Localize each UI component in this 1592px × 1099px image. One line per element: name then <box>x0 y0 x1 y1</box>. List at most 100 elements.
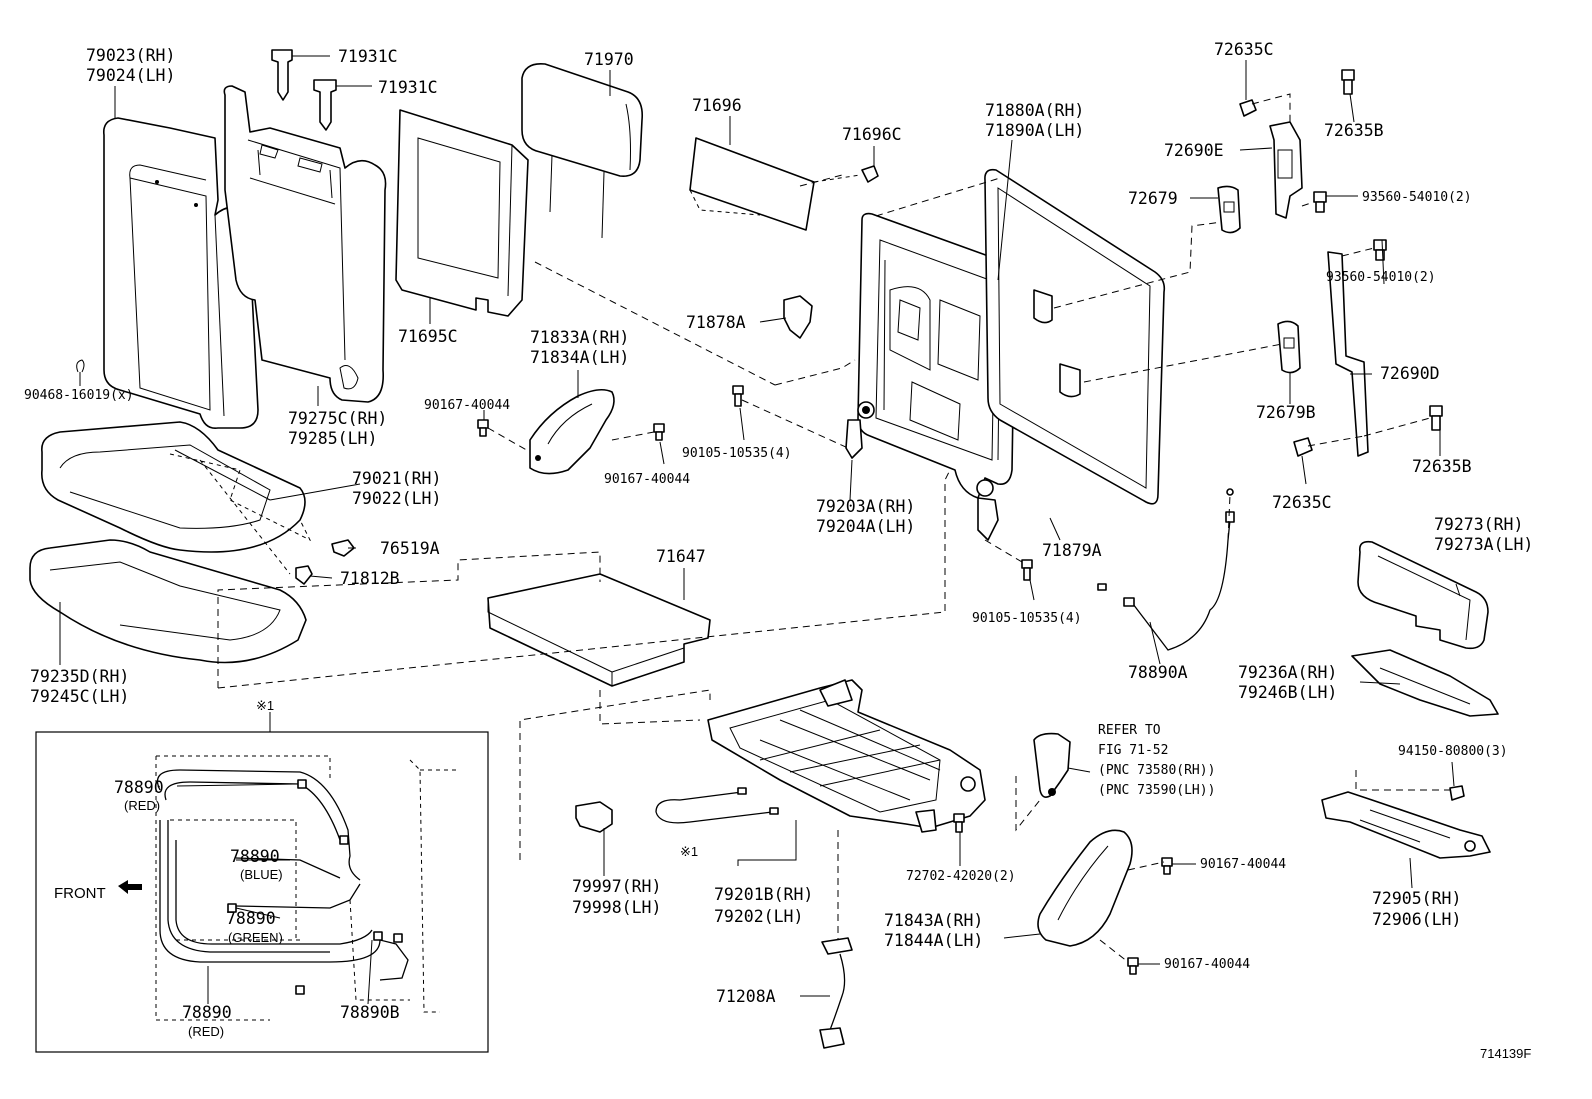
label-93560-b: 93560-54010(2) <box>1326 270 1436 285</box>
label-79024: 79024(LH) <box>86 66 175 85</box>
label-72690e: 72690E <box>1164 141 1224 160</box>
cable-79201b <box>655 787 779 824</box>
seat-cushion-frame <box>707 679 986 833</box>
label-79275c: 79275C(RH) <box>288 409 387 428</box>
track-cover-79236a <box>1351 649 1499 717</box>
refer-line-3: (PNC 73580(RH)) <box>1098 763 1215 778</box>
bolt-90167-c <box>1161 857 1173 875</box>
sensor-71208a <box>819 937 853 1049</box>
bolt-90167-a <box>477 419 489 437</box>
label-72690d: 72690D <box>1380 364 1440 383</box>
label-71647: 71647 <box>656 547 706 566</box>
inset-78890-red-bottom-color: (RED) <box>188 1024 224 1039</box>
cable-inset-box <box>35 731 489 1053</box>
bolt-72635b-top <box>1341 69 1355 95</box>
label-79202: 79202(LH) <box>714 907 803 926</box>
latch-cover-72679b <box>1277 320 1301 374</box>
label-79022: 79022(LH) <box>352 489 441 508</box>
label-72679: 72679 <box>1128 189 1178 208</box>
label-72635b-bottom: 72635B <box>1412 457 1472 476</box>
figure-id: 714139F <box>1480 1046 1531 1061</box>
label-71931c-a: 71931C <box>338 47 398 66</box>
inset-78890-red-bottom: 78890 <box>182 1003 232 1022</box>
clip-71878a <box>783 295 813 339</box>
label-79998: 79998(LH) <box>572 898 661 917</box>
bolt-90105-a <box>732 385 744 407</box>
clip-71696c <box>861 165 879 183</box>
label-79997: 79997(RH) <box>572 877 661 896</box>
headrest <box>521 62 644 239</box>
label-79285: 79285(LH) <box>288 429 377 448</box>
screw-93560-b <box>1373 239 1387 261</box>
label-72635c-top: 72635C <box>1214 40 1274 59</box>
label-79201b: 79201B(RH) <box>714 885 813 904</box>
label-71970: 71970 <box>584 50 634 69</box>
label-90105-b: 90105-10535(4) <box>972 611 1082 626</box>
refer-line-1: REFER TO <box>1098 723 1161 738</box>
label-94150: 94150-80800(3) <box>1398 744 1508 759</box>
refer-line-4: (PNC 73590(LH)) <box>1098 783 1215 798</box>
label-71208a: 71208A <box>716 987 776 1006</box>
inset-78890-green: 78890 <box>226 909 276 928</box>
bolt-90167-d <box>1127 957 1139 975</box>
label-71878a: 71878A <box>686 313 746 332</box>
note-marker-cable: ※1 <box>680 844 698 859</box>
label-71834a: 71834A(LH) <box>530 348 629 367</box>
recliner-release-72905 <box>1321 791 1491 859</box>
label-71812b: 71812B <box>340 569 400 588</box>
label-71833a: 71833A(RH) <box>530 328 629 347</box>
inset-front-label: FRONT <box>54 885 106 902</box>
label-71696c: 71696C <box>842 125 902 144</box>
label-72635b-top: 72635B <box>1324 121 1384 140</box>
label-71843a: 71843A(RH) <box>884 911 983 930</box>
seat-cushion-pad <box>29 539 307 664</box>
label-72905: 72905(RH) <box>1372 889 1461 908</box>
inset-78890-blue-color: (BLUE) <box>240 867 283 882</box>
label-72679b: 72679B <box>1256 403 1316 422</box>
label-71890a: 71890A(LH) <box>985 121 1084 140</box>
label-90167-c: 90167-40044 <box>1200 857 1286 872</box>
label-72635c-bottom: 72635C <box>1272 493 1332 512</box>
hinge-cover-upper <box>529 388 615 475</box>
seat-back-cover-outer <box>102 117 259 430</box>
label-79203a: 79203A(RH) <box>816 497 915 516</box>
label-79273a: 79273A(LH) <box>1434 535 1533 554</box>
label-71844a: 71844A(LH) <box>884 931 983 950</box>
clip-94150 <box>1449 785 1465 801</box>
refer-line-2: FIG 71-52 <box>1098 743 1168 758</box>
label-71695c: 71695C <box>398 327 458 346</box>
clip-90468 <box>76 359 85 373</box>
front-arrow-icon <box>118 880 142 894</box>
side-shield-79273 <box>1357 540 1489 650</box>
bolt-72702 <box>953 813 965 833</box>
latch-cover-72679 <box>1217 185 1241 234</box>
label-71931c-b: 71931C <box>378 78 438 97</box>
hinge-cover-lower <box>1037 829 1133 947</box>
back-board-plate <box>689 137 815 231</box>
bolt-90105-b <box>1021 559 1033 581</box>
nut-72635c-bottom <box>1293 437 1313 457</box>
note-marker-top: ※1 <box>256 698 274 713</box>
label-90167-a: 90167-40044 <box>424 398 510 413</box>
label-71696: 71696 <box>692 96 742 115</box>
seat-back-board <box>984 168 1166 505</box>
screw-93560-a <box>1313 191 1327 213</box>
seat-back-frame <box>845 212 1016 541</box>
label-72906: 72906(LH) <box>1372 910 1461 929</box>
label-90105-a: 90105-10535(4) <box>682 446 792 461</box>
label-79023: 79023(RH) <box>86 46 175 65</box>
label-90167-d: 90167-40044 <box>1164 957 1250 972</box>
headrest-support-lower <box>313 79 337 131</box>
seat-back-pad <box>395 109 529 317</box>
label-79235d: 79235D(RH) <box>30 667 129 686</box>
seat-belt-buckle <box>1033 732 1071 798</box>
bolt-72635b-bottom <box>1429 405 1443 431</box>
label-90167-b: 90167-40044 <box>604 472 690 487</box>
label-93560-a: 93560-54010(2) <box>1362 190 1472 205</box>
inset-78890-blue: 78890 <box>230 847 280 866</box>
label-76519a: 76519A <box>380 539 440 558</box>
seat-back-cover-inner <box>223 85 387 403</box>
label-79021: 79021(RH) <box>352 469 441 488</box>
inset-78890b: 78890B <box>340 1003 400 1022</box>
